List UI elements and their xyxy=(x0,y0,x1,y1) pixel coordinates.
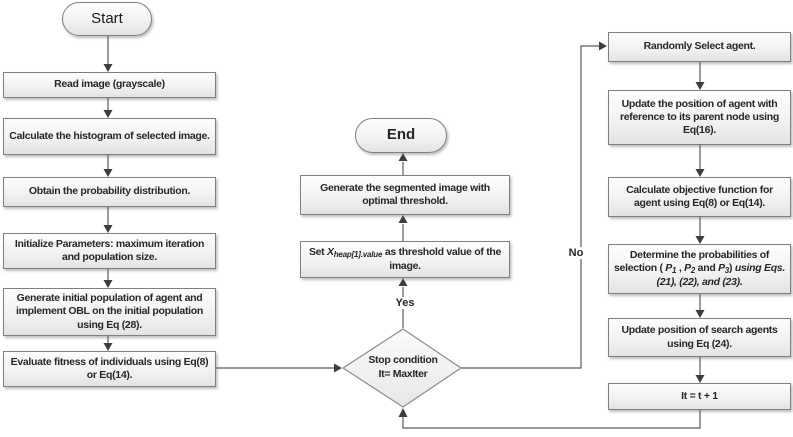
evaluate-fitness-label: Evaluate fitness of individuals using Eq… xyxy=(10,355,209,381)
left-column-arrows xyxy=(103,36,113,351)
iteration-increment-label: It = t + 1 xyxy=(681,389,718,402)
start-label: Start xyxy=(91,9,123,27)
no-path xyxy=(461,41,607,369)
initialize-parameters-label: Initialize Parameters: maximum iteration… xyxy=(14,237,205,263)
node-generate-segmented: Generate the segmented image with optima… xyxy=(300,175,510,215)
set-threshold-subscript: heap[1].value xyxy=(333,249,383,259)
p1-symbol: P xyxy=(665,262,672,274)
node-determine-probabilities: Determine the probabilities of selection… xyxy=(608,244,791,294)
generate-segmented-label: Generate the segmented image with optima… xyxy=(320,181,490,207)
arrow-evaluate-to-decision xyxy=(216,363,342,373)
calculate-objective-label: Calculate objective function for agent u… xyxy=(626,183,773,209)
determine-sep1: , xyxy=(676,262,685,274)
update-search-position-label: Update position of search agents using E… xyxy=(621,324,778,350)
decision-text: Stop condition It= MaxIter xyxy=(348,342,458,394)
node-start: Start xyxy=(62,2,152,36)
determine-sep2: and xyxy=(695,262,719,274)
node-read-image: Read image (grayscale) xyxy=(3,72,216,98)
randomly-select-label: Randomly Select agent. xyxy=(643,40,756,53)
node-randomly-select: Randomly Select agent. xyxy=(608,32,791,62)
calculate-histogram-label: Calculate the histogram of selected imag… xyxy=(9,129,210,142)
node-generate-initial-population: Generate initial population of agent and… xyxy=(3,288,216,336)
node-calculate-objective: Calculate objective function for agent u… xyxy=(608,177,791,217)
p3-subscript: 3 xyxy=(724,266,730,275)
set-threshold-label: Set Xheap[1].value as threshold value of… xyxy=(305,246,505,273)
feedback-path xyxy=(398,408,701,429)
no-label: No xyxy=(561,247,591,259)
determine-probabilities-label: Determine the probabilities of selection… xyxy=(613,249,786,289)
node-obtain-probability: Obtain the probability distribution. xyxy=(3,177,216,207)
p2-subscript: 2 xyxy=(690,266,696,275)
node-iteration-increment: It = t + 1 xyxy=(608,383,791,410)
read-image-label: Read image (grayscale) xyxy=(54,78,165,91)
right-column-arrows xyxy=(695,62,705,383)
p2-symbol: P xyxy=(684,262,691,274)
node-end: End xyxy=(355,118,447,153)
node-update-search-position: Update position of search agents using E… xyxy=(608,318,791,357)
determine-lead: Determine the probabilities of selection… xyxy=(614,248,770,274)
decision-line2: It= MaxIter xyxy=(378,368,428,380)
generate-initial-population-label: Generate initial population of agent and… xyxy=(15,292,204,331)
determine-tail: using Eqs. (21), (22), and (23). xyxy=(656,262,786,288)
set-threshold-variable: X xyxy=(327,245,334,258)
node-update-agent-position: Update the position of agent with refere… xyxy=(608,90,791,145)
node-calculate-histogram: Calculate the histogram of selected imag… xyxy=(3,118,216,155)
node-initialize-parameters: Initialize Parameters: maximum iteration… xyxy=(3,233,216,269)
decision-diamond xyxy=(341,328,463,408)
decision-line1: Stop condition xyxy=(368,354,438,367)
set-threshold-prefix: Set xyxy=(308,245,327,258)
p3-symbol: P xyxy=(718,262,725,274)
determine-close-paren: ) xyxy=(729,262,735,274)
node-evaluate-fitness: Evaluate fitness of individuals using Eq… xyxy=(3,351,216,387)
obtain-probability-label: Obtain the probability distribution. xyxy=(28,185,191,198)
node-set-threshold: Set Xheap[1].value as threshold value of… xyxy=(300,241,510,278)
yes-label: Yes xyxy=(390,297,420,309)
set-threshold-suffix: as threshold value of the image. xyxy=(382,245,502,272)
p1-subscript: 1 xyxy=(671,266,677,275)
end-label: End xyxy=(386,126,416,144)
update-agent-position-label: Update the position of agent with refere… xyxy=(619,97,779,137)
